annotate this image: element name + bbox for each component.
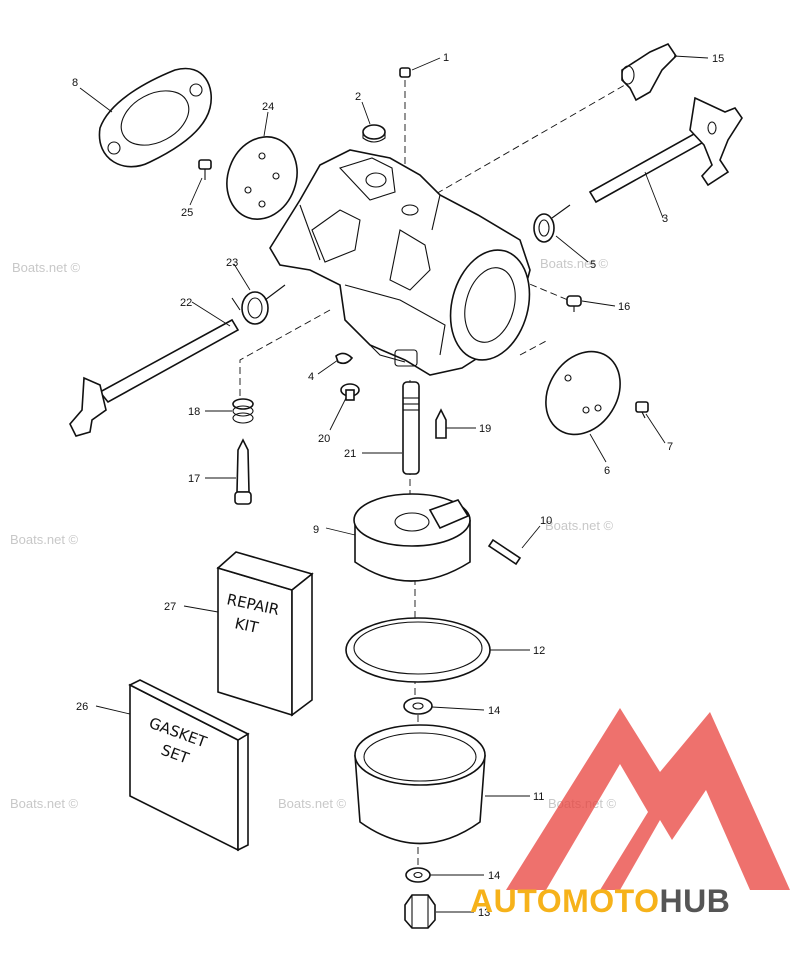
callout-14: 14: [488, 870, 500, 882]
throttle-spring: [533, 204, 571, 243]
plug: [399, 67, 411, 78]
screw: [198, 159, 212, 180]
welch-plug: [362, 124, 386, 143]
callout-11: 11: [533, 791, 544, 803]
carburetor-body: [269, 149, 531, 376]
logo-wordmark-automoto: AUTOMOTO: [470, 883, 659, 919]
callout-17: 17: [188, 473, 200, 485]
diaphragm: [226, 136, 298, 220]
choke-shaft: [69, 318, 240, 437]
float: [353, 493, 471, 582]
watermark: Boats.net ©: [278, 796, 347, 811]
main-nozzle: [402, 381, 420, 475]
callout-25: 25: [181, 207, 193, 219]
logo-mark: [506, 708, 790, 890]
callout-5: 5: [590, 259, 596, 271]
washer: [403, 697, 433, 715]
callout-18: 18: [188, 406, 200, 418]
callout-15: 15: [712, 53, 724, 65]
clip: [335, 352, 354, 365]
callout-19: 19: [479, 423, 491, 435]
callout-21: 21: [344, 448, 356, 460]
callout-22: 22: [180, 297, 192, 309]
bowl-gasket: [345, 617, 491, 683]
watermark: Boats.net ©: [545, 518, 614, 533]
screw: [635, 401, 649, 419]
callout-4: 4: [308, 371, 314, 383]
callout-13: 13: [478, 907, 490, 919]
idle-needle: [234, 438, 252, 505]
watermark: Boats.net ©: [10, 532, 79, 547]
callout-20: 20: [318, 433, 330, 445]
callout-12: 12: [533, 645, 545, 657]
screw: [340, 383, 360, 401]
callout-9: 9: [313, 524, 319, 536]
callout-labels: 1 2 3 4 5 6 7 8 9 10 11 12 13 14 14 15 1…: [72, 52, 724, 919]
choke-spring: [231, 284, 286, 325]
callout-2: 2: [355, 91, 361, 103]
mounting-gasket: [98, 67, 212, 168]
throttle-shaft: [588, 96, 743, 204]
repair-kit-box: REPAIR KIT: [216, 551, 314, 717]
automotohub-logo: AUTOMOTOHUB: [470, 708, 790, 919]
callout-8: 8: [72, 77, 78, 89]
repair-kit-label: KIT: [233, 614, 260, 637]
idle-spring: [232, 398, 254, 424]
throttle-plate: [545, 350, 621, 436]
callout-24: 24: [262, 101, 274, 113]
callout-26: 26: [76, 701, 88, 713]
washer: [405, 867, 431, 883]
fuel-fitting: [621, 42, 678, 102]
callout-16: 16: [618, 301, 630, 313]
screw: [566, 295, 582, 312]
gasket-set-card: GASKET SET: [128, 679, 250, 852]
logo-wordmark: AUTOMOTOHUB: [470, 883, 730, 919]
callout-3: 3: [662, 213, 668, 225]
callout-1: 1: [443, 52, 449, 64]
bowl-nut: [404, 894, 436, 929]
logo-wordmark-hub: HUB: [659, 883, 730, 919]
callout-27: 27: [164, 601, 176, 613]
float-pin: [487, 538, 522, 566]
float-needle: [435, 408, 447, 439]
float-bowl: [354, 724, 486, 845]
watermark: Boats.net ©: [540, 256, 609, 271]
callout-10: 10: [540, 515, 552, 527]
watermark: Boats.net ©: [10, 796, 79, 811]
callout-14: 14: [488, 705, 500, 717]
leader-lines: [79, 55, 709, 913]
callout-6: 6: [604, 465, 610, 477]
watermark: Boats.net ©: [12, 260, 81, 275]
callout-23: 23: [226, 257, 238, 269]
callout-7: 7: [667, 441, 673, 453]
